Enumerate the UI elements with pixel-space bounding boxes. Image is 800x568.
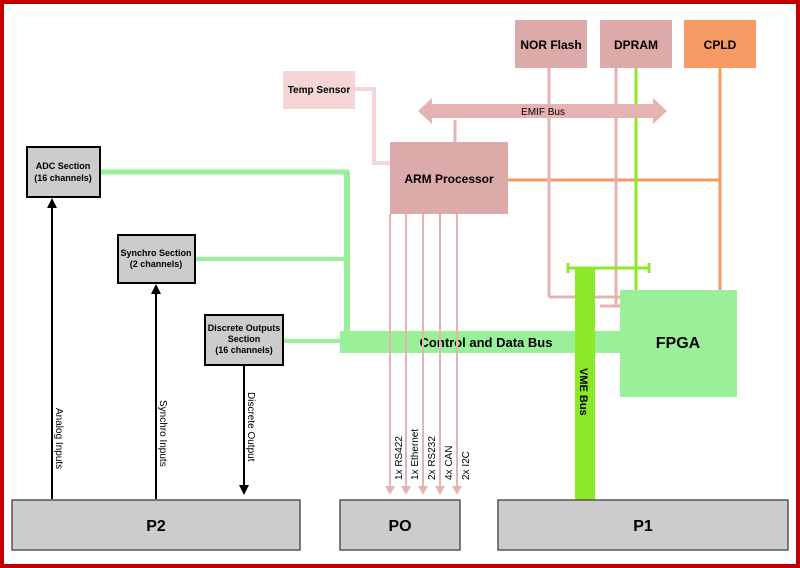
ethernet-arrowhead <box>401 486 411 495</box>
discrete-output-label: Discrete Output <box>245 392 256 462</box>
discrete-outputs-label: Discrete Outputs <box>208 323 281 333</box>
cpld-block <box>684 20 756 68</box>
emif-bus-label: EMIF Bus <box>521 107 565 118</box>
fpga-label: FPGA <box>656 335 701 352</box>
rs422-arrowhead <box>385 486 395 495</box>
temp-sensor-label: Temp Sensor <box>288 85 351 96</box>
po-label: PO <box>388 518 411 535</box>
control-data-bus-label: Control and Data Bus <box>420 335 553 350</box>
dpram-block <box>600 20 672 68</box>
can-arrowhead <box>435 486 445 495</box>
cpld-label: CPLD <box>704 38 737 52</box>
can-label: 4x CAN <box>444 446 455 480</box>
adc-section-label: ADC Section <box>36 161 91 171</box>
temp-sensor-line <box>355 87 390 165</box>
adc-section-block <box>26 146 101 198</box>
emif-bus-arrow <box>418 98 667 124</box>
vme-bus <box>575 268 595 501</box>
discrete-outputs-block <box>204 314 284 366</box>
p2-label: P2 <box>146 518 166 535</box>
vme-bus-label: VME Bus <box>577 368 589 416</box>
p1-connector <box>497 499 789 551</box>
dpram-label: DPRAM <box>614 38 658 52</box>
adc-section-channels: (16 channels) <box>34 173 92 183</box>
i2c-label: 2x I2C <box>461 451 472 480</box>
temp-sensor-block <box>283 71 355 109</box>
arm-processor-block <box>390 142 508 214</box>
synchro-section-label: Synchro Section <box>120 248 191 258</box>
serial-interface-arrows <box>385 214 462 495</box>
p2-connector <box>11 499 301 551</box>
arm-processor-label: ARM Processor <box>404 172 494 186</box>
synchro-inputs-label: Synchro Inputs <box>157 400 168 467</box>
discrete-outputs-label-section: Section <box>228 334 261 344</box>
nor-flash-label: NOR Flash <box>520 38 581 52</box>
synchro-section-channels: (2 channels) <box>130 259 183 269</box>
i2c-arrowhead <box>452 486 462 495</box>
discrete-outputs-channels: (16 channels) <box>215 345 273 355</box>
fpga-block <box>620 290 737 397</box>
analog-inputs-label: Analog Inputs <box>53 408 64 469</box>
rs232-label: 2x RS232 <box>427 436 438 480</box>
ethernet-label: 1x Ethernet <box>410 429 421 480</box>
rs232-arrowhead <box>418 486 428 495</box>
p1-label: P1 <box>633 518 653 535</box>
discrete-output-arrowhead <box>239 485 249 495</box>
rs422-label: 1x RS422 <box>394 436 405 480</box>
po-connector <box>339 499 461 551</box>
synchro-section-block <box>117 234 196 284</box>
synchro-inputs-arrowhead <box>151 284 161 294</box>
control-data-bus <box>340 331 622 353</box>
nor-flash-block <box>515 20 587 68</box>
analog-inputs-arrowhead <box>47 198 57 208</box>
